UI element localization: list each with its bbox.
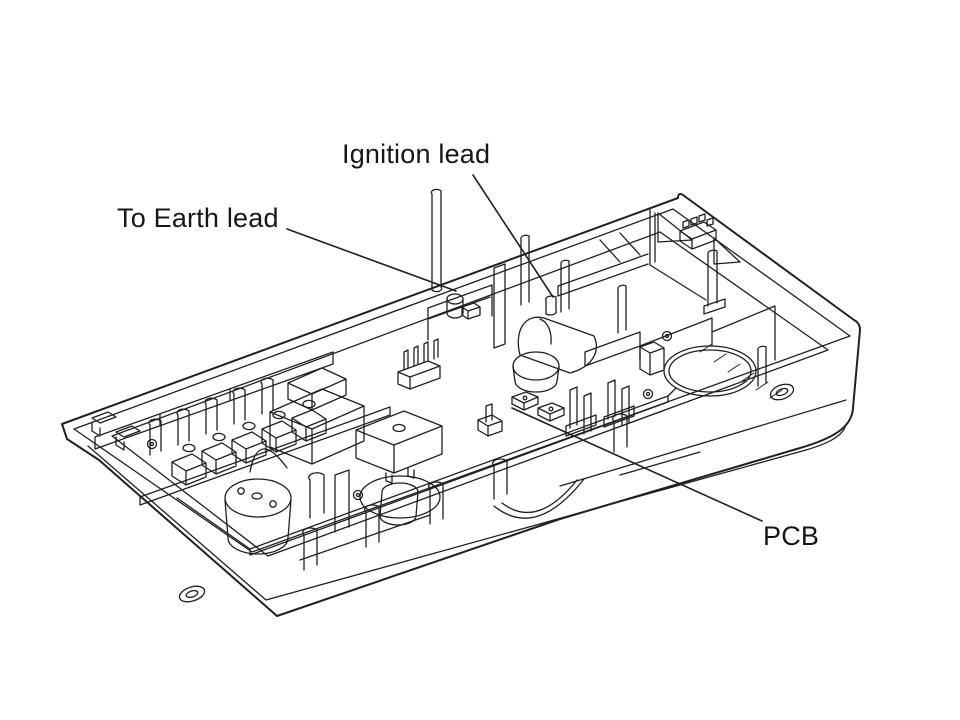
front-boss-opening: [360, 476, 440, 525]
corner-compartment-wall: [558, 210, 706, 300]
terminal-screw-caps: [183, 400, 315, 451]
leader-lines: [287, 175, 762, 521]
plastic-clip: [478, 404, 502, 436]
terminal-blocks-front: [172, 410, 326, 485]
partition-walls: [95, 210, 775, 505]
pulley-center: [252, 493, 262, 499]
corner-gussets: [600, 213, 740, 264]
mid-wall: [428, 285, 492, 340]
pin-header: [398, 339, 440, 389]
ignition-module: [518, 317, 596, 373]
front-rail: [140, 407, 390, 505]
apron-short-lines: [300, 452, 700, 560]
terminal-blocks: [92, 378, 326, 485]
motor-wire: [250, 449, 287, 472]
pin-header-base: [398, 361, 440, 389]
pcb-bracket: [309, 470, 349, 532]
pulley-hole-2: [270, 501, 276, 507]
enclosure-outer-edge: [62, 194, 860, 616]
connector-teeth: [683, 214, 713, 228]
apron-upper-line: [560, 400, 846, 486]
relay-body: [356, 411, 442, 473]
leader-pcb: [512, 408, 762, 521]
pcb-board: [177, 388, 676, 570]
knob-opening: [664, 346, 756, 396]
terminal-posts-back: [149, 378, 273, 455]
pcb-standoffs: [303, 414, 627, 570]
earth-screw-head: [447, 294, 463, 304]
rim-inner-edge: [74, 209, 850, 552]
screw-heads: [148, 332, 672, 500]
pulley-hole-1: [238, 488, 244, 494]
clip-components: [478, 342, 664, 436]
motor-pulley: [225, 449, 291, 554]
left-terminal-wall: [95, 352, 333, 449]
right-floor-slot: [768, 381, 795, 402]
thin-wall-strip: [494, 264, 505, 348]
pin-header-pins: [404, 339, 438, 370]
apron-fold-lines: [88, 424, 846, 600]
transformer-top-box: [288, 368, 346, 410]
label-pcb: PCB: [763, 521, 820, 551]
disc-capacitor: [513, 352, 559, 392]
label-ignition-lead: Ignition lead: [342, 139, 491, 169]
transformer: [270, 368, 364, 464]
left-apron-slot: [177, 583, 206, 604]
front-notch-arc: [494, 479, 584, 518]
earth-nut: [462, 303, 480, 319]
label-to-earth-lead: To Earth lead: [117, 203, 279, 233]
earth-terminal: [447, 294, 480, 319]
leader-to-earth-lead: [287, 229, 456, 291]
wall-base-edge: [112, 232, 828, 556]
rim-tabs: [92, 412, 140, 450]
pcb-front-edge: [177, 388, 676, 555]
standoff-posts: [431, 189, 766, 386]
relay: [356, 411, 442, 483]
ignition-module-body: [518, 317, 596, 373]
pulley-skirt: [225, 500, 291, 554]
enclosure-outline: [62, 194, 860, 616]
rim-ribs: [700, 344, 782, 398]
fuse-clips: [566, 342, 664, 436]
pulley-top: [225, 479, 291, 517]
leader-ignition-lead: [473, 175, 553, 297]
relay-hole: [393, 425, 405, 432]
smd-pads: [512, 392, 564, 421]
transformer-body: [270, 389, 364, 464]
capacitor-skirt: [513, 367, 559, 392]
connector-block: [680, 214, 716, 249]
capacitor-top: [513, 352, 559, 380]
